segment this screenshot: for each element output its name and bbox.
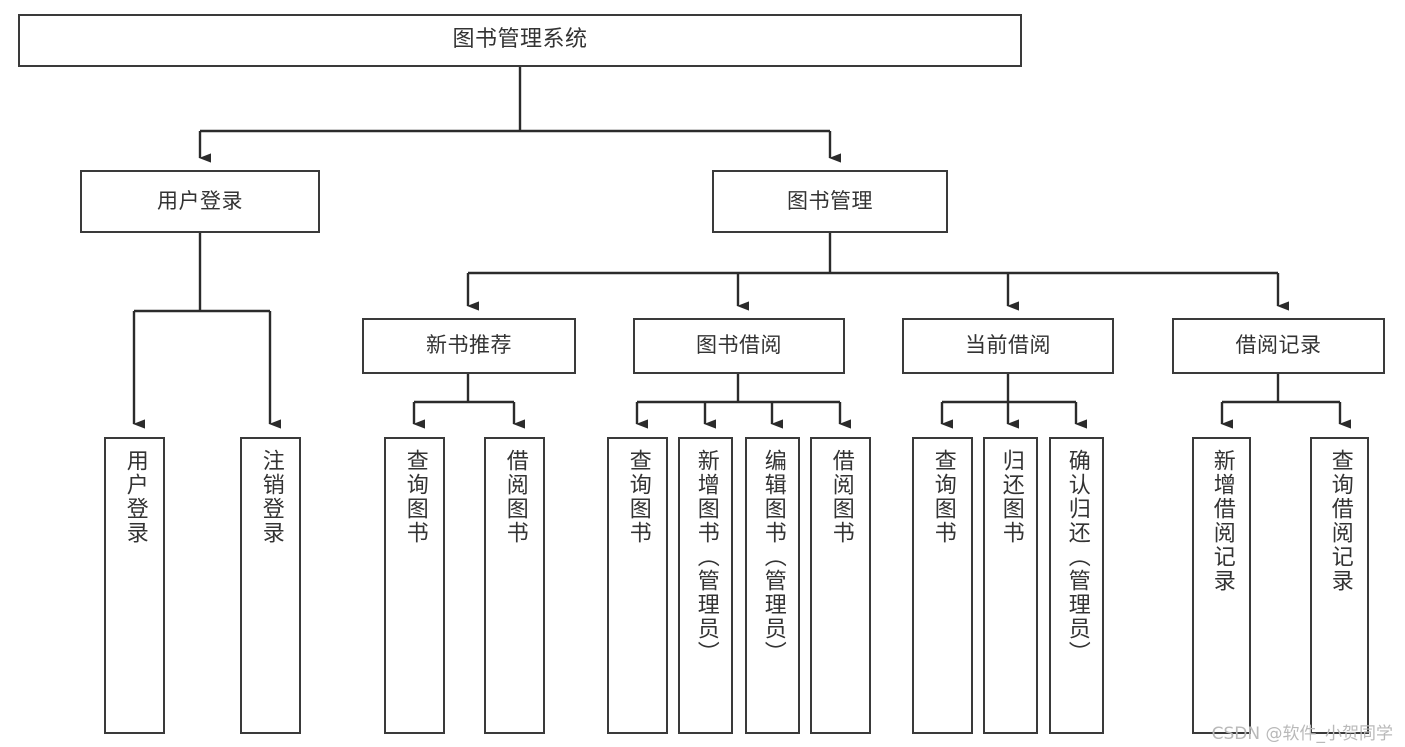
node-leaf-query-book-borrowing[interactable]: 查询图书 (607, 437, 668, 734)
node-leaf-user-login[interactable]: 用户登录 (104, 437, 165, 734)
node-label: 编辑图书（管理员） (760, 449, 786, 665)
node-label: 查询借阅记录 (1327, 449, 1353, 593)
node-leaf-query-borrowing-record[interactable]: 查询借阅记录 (1310, 437, 1369, 734)
node-leaf-add-book-admin[interactable]: 新增图书（管理员） (678, 437, 733, 734)
node-label: 借阅图书 (828, 449, 854, 545)
node-root-book-management-system[interactable]: 图书管理系统 (18, 14, 1022, 67)
node-label: 新书推荐 (426, 333, 512, 358)
node-label: 图书管理 (787, 188, 873, 213)
node-label: 用户登录 (122, 449, 148, 545)
node-label: 注销登录 (258, 449, 284, 545)
node-label: 确认归还（管理员） (1064, 449, 1090, 665)
node-label: 借阅图书 (502, 449, 528, 545)
node-leaf-return-book[interactable]: 归还图书 (983, 437, 1038, 734)
node-leaf-borrow-book-recommendation[interactable]: 借阅图书 (484, 437, 545, 734)
node-label: 借阅记录 (1235, 333, 1322, 358)
node-book-management[interactable]: 图书管理 (712, 170, 948, 233)
node-leaf-user-logout[interactable]: 注销登录 (240, 437, 301, 734)
node-user-login[interactable]: 用户登录 (80, 170, 320, 233)
node-label: 新增图书（管理员） (693, 449, 719, 665)
node-leaf-add-borrowing-record[interactable]: 新增借阅记录 (1192, 437, 1251, 734)
node-current-borrowing[interactable]: 当前借阅 (902, 318, 1114, 374)
node-label: 图书管理系统 (452, 27, 588, 53)
node-label: 归还图书 (998, 449, 1024, 545)
node-leaf-query-book-current[interactable]: 查询图书 (912, 437, 973, 734)
node-label: 新增借阅记录 (1209, 449, 1235, 593)
node-label: 图书借阅 (696, 333, 782, 358)
node-label: 当前借阅 (965, 333, 1051, 358)
node-label: 查询图书 (930, 449, 956, 545)
node-book-borrowing[interactable]: 图书借阅 (633, 318, 845, 374)
node-new-book-recommendation[interactable]: 新书推荐 (362, 318, 576, 374)
node-leaf-confirm-return-admin[interactable]: 确认归还（管理员） (1049, 437, 1104, 734)
node-label: 查询图书 (402, 449, 428, 545)
csdn-watermark: CSDN @软件_小贺同学 (1211, 724, 1393, 744)
node-borrowing-record[interactable]: 借阅记录 (1172, 318, 1385, 374)
node-label: 查询图书 (625, 449, 651, 545)
node-leaf-edit-book-admin[interactable]: 编辑图书（管理员） (745, 437, 800, 734)
node-leaf-borrow-book[interactable]: 借阅图书 (810, 437, 871, 734)
node-label: 用户登录 (157, 188, 243, 213)
node-leaf-query-book-recommendation[interactable]: 查询图书 (384, 437, 445, 734)
